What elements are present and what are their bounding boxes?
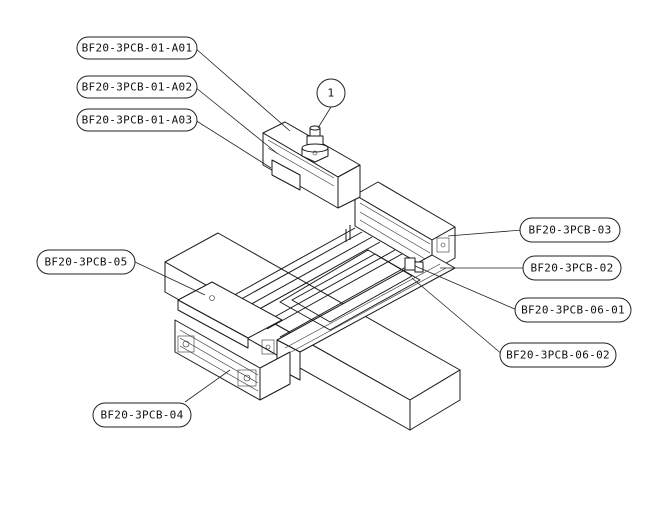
callout-p02: BF20-3PCB-02 [522,255,622,281]
item-balloon-number: 1 [328,87,335,100]
callout-a02: BF20-3PCB-01-A02 [76,75,198,99]
callout-p02-label: BF20-3PCB-02 [530,262,613,275]
callout-p0602-label: BF20-3PCB-06-02 [506,349,610,362]
extrusion-frame [174,181,456,401]
callout-p05: BF20-3PCB-05 [36,249,136,275]
fitting-item-1 [301,125,329,163]
callout-p04-label: BF20-3PCB-04 [100,409,183,422]
callout-p03-label: BF20-3PCB-03 [528,224,611,237]
callout-a01: BF20-3PCB-01-A01 [76,36,198,60]
callout-a01-label: BF20-3PCB-01-A01 [82,42,193,55]
callout-p05-label: BF20-3PCB-05 [44,256,127,269]
item-balloon-1: 1 [316,78,346,108]
callout-a02-label: BF20-3PCB-01-A02 [82,81,193,94]
callout-p0601: BF20-3PCB-06-01 [514,297,632,323]
callout-a03-label: BF20-3PCB-01-A03 [82,114,193,127]
callout-p03: BF20-3PCB-03 [519,217,621,243]
callout-a03: BF20-3PCB-01-A03 [76,108,198,132]
leader-lines [134,47,525,403]
callout-p0601-label: BF20-3PCB-06-01 [521,304,625,317]
callout-p04: BF20-3PCB-04 [92,402,192,428]
callout-p0602: BF20-3PCB-06-02 [499,342,617,368]
